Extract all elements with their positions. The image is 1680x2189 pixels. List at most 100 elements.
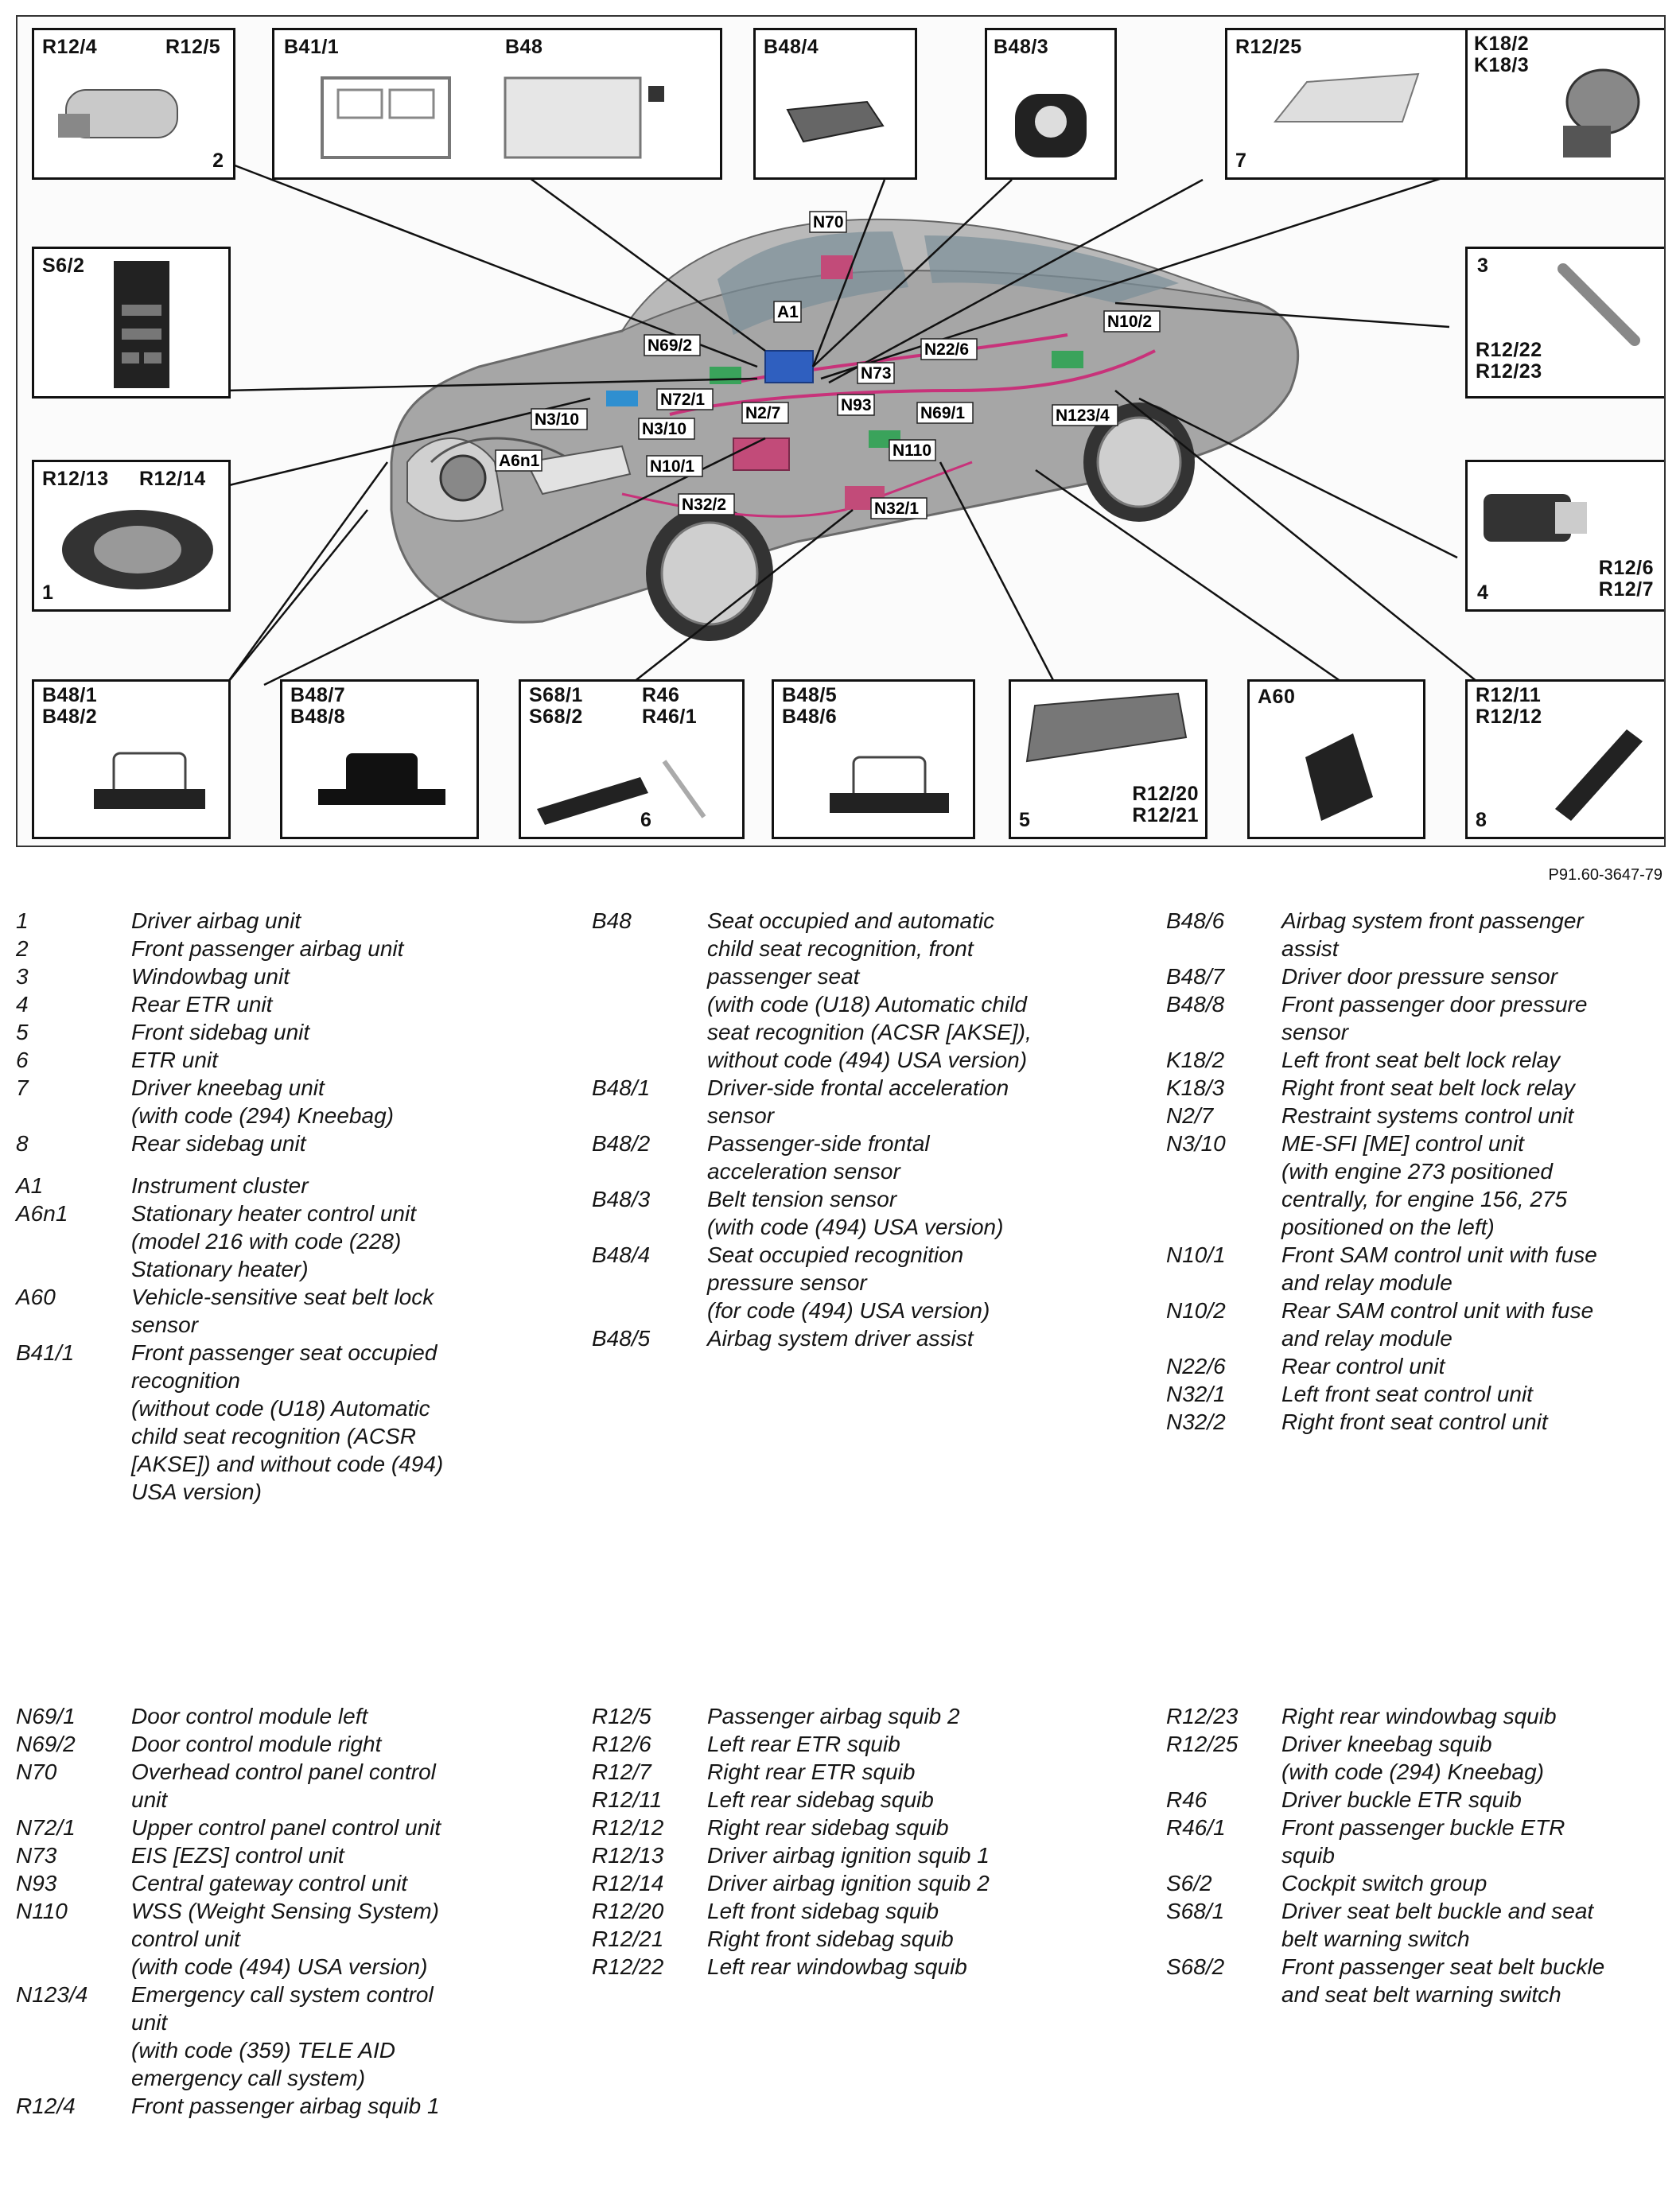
legend-code: N69/2	[16, 1732, 76, 1756]
box-label: R12/13	[42, 468, 109, 490]
callout-box	[1103, 310, 1161, 332]
box-r12-22-r12-23: 3 R12/22 R12/23	[1465, 247, 1664, 399]
legend-code: S6/2	[1166, 1871, 1212, 1895]
box-label: R12/22 R12/23	[1476, 339, 1542, 383]
legend-description: Seat occupied and automatic child seat r…	[707, 908, 1032, 1072]
legend-code: B48	[592, 908, 632, 933]
box-label: B48	[505, 36, 543, 58]
callout-tag: N10/2	[1103, 310, 1161, 332]
callout-tag: A6n1	[495, 449, 542, 472]
legend-code: B48/3	[592, 1187, 651, 1211]
belt-lock-relay-image	[1563, 68, 1640, 157]
callout-tag: N32/2	[678, 493, 735, 515]
legend-description: Left rear windowbag squib	[707, 1954, 967, 1979]
belt-lock-sensor-image	[1305, 733, 1373, 821]
legend-code: R12/23	[1166, 1704, 1239, 1728]
legend-row: B48/4 Seat occupied recognition pressure …	[592, 1241, 1101, 1324]
legend-description: Front passenger seat belt buckle and sea…	[1281, 1954, 1605, 2007]
legend-code: R46/1	[1166, 1815, 1226, 1840]
box-label: B48/4	[764, 36, 819, 58]
box-label: R12/14	[139, 468, 206, 490]
callout-box	[809, 211, 847, 233]
callout-box	[644, 334, 701, 356]
legend-code: 5	[16, 1020, 29, 1044]
legend-description: Driver airbag unit	[131, 908, 301, 933]
callout-label: N69/1	[920, 404, 965, 422]
leader-lines	[220, 158, 1482, 686]
box-label: B48/5 B48/6	[782, 684, 838, 728]
legend-code: B48/6	[1166, 908, 1225, 933]
box-number: 8	[1476, 809, 1487, 831]
legend-code: R12/20	[592, 1899, 664, 1923]
legend-code: N72/1	[16, 1815, 76, 1840]
legend-description: Cockpit switch group	[1281, 1871, 1488, 1895]
legend-description: Instrument cluster	[131, 1173, 309, 1198]
legend-description: Left rear sidebag squib	[707, 1787, 934, 1812]
legend-code: R12/5	[592, 1704, 651, 1728]
legend-description: Door control module right	[131, 1732, 382, 1756]
callout-box	[678, 493, 735, 515]
legend-code: N10/1	[1166, 1242, 1226, 1267]
legend-description: Driver kneebag squib (with code (294) Kn…	[1281, 1732, 1544, 1784]
legend-code: B48/7	[1166, 964, 1225, 989]
belt-tension-sensor-image	[1015, 94, 1087, 157]
callout-tag: N3/10	[638, 418, 695, 440]
box-number: 3	[1477, 255, 1488, 277]
legend-description: Rear sidebag unit	[131, 1131, 306, 1156]
legend-description: Vehicle-sensitive seat belt lock sensor	[131, 1285, 434, 1337]
windowbag-squib-image	[1558, 263, 1640, 346]
callout-label: N2/7	[745, 404, 780, 422]
box-label: A60	[1258, 686, 1296, 708]
callout-box	[638, 418, 695, 440]
legend-description: Seat occupied recognition pressure senso…	[707, 1242, 990, 1323]
legend-description: ETR unit	[131, 1048, 218, 1072]
legend-code: R12/13	[592, 1843, 664, 1868]
callout-label: N69/2	[648, 336, 692, 355]
legend-code: N93	[16, 1871, 57, 1895]
legend-description: Stationary heater control unit (model 21…	[131, 1201, 416, 1281]
legend-description: Front passenger buckle ETR squib	[1281, 1815, 1565, 1868]
legend-description: Rear control unit	[1281, 1354, 1445, 1378]
legend-description: Driver kneebag unit (with code (294) Kne…	[131, 1075, 394, 1128]
callout-label: N123/4	[1056, 406, 1110, 425]
callout-tag: N22/6	[920, 338, 978, 360]
legend-description: Overhead control panel control unit	[131, 1759, 436, 1812]
legend-row: R46/1 Front passenger buckle ETR squib	[1166, 1814, 1675, 1869]
callout-label: N10/1	[650, 457, 694, 476]
legend-code: B48/5	[592, 1326, 651, 1351]
box-label: S6/2	[42, 255, 85, 277]
figure-reference: P91.60-3647-79	[1548, 866, 1662, 884]
legend-description: Front passenger seat occupied recognitio…	[131, 1340, 444, 1504]
legend-code: N123/4	[16, 1982, 88, 2007]
box-r12-6-r12-7: 4 R12/6 R12/7	[1465, 460, 1664, 612]
legend-code: R12/14	[592, 1871, 664, 1895]
legend-code: R12/22	[592, 1954, 664, 1979]
legend-code: 6	[16, 1048, 29, 1072]
legend-description: Upper control panel control unit	[131, 1815, 441, 1840]
legend-description: Right rear ETR squib	[707, 1759, 916, 1784]
acceleration-sensor-image	[94, 752, 205, 809]
legend-code: N69/1	[16, 1704, 76, 1728]
legend-row: B48 Seat occupied and automatic child sea…	[592, 907, 1101, 1074]
legend-top-col2: B48 Seat occupied and automatic child sea…	[592, 907, 1101, 1352]
legend-code: B48/4	[592, 1242, 651, 1267]
